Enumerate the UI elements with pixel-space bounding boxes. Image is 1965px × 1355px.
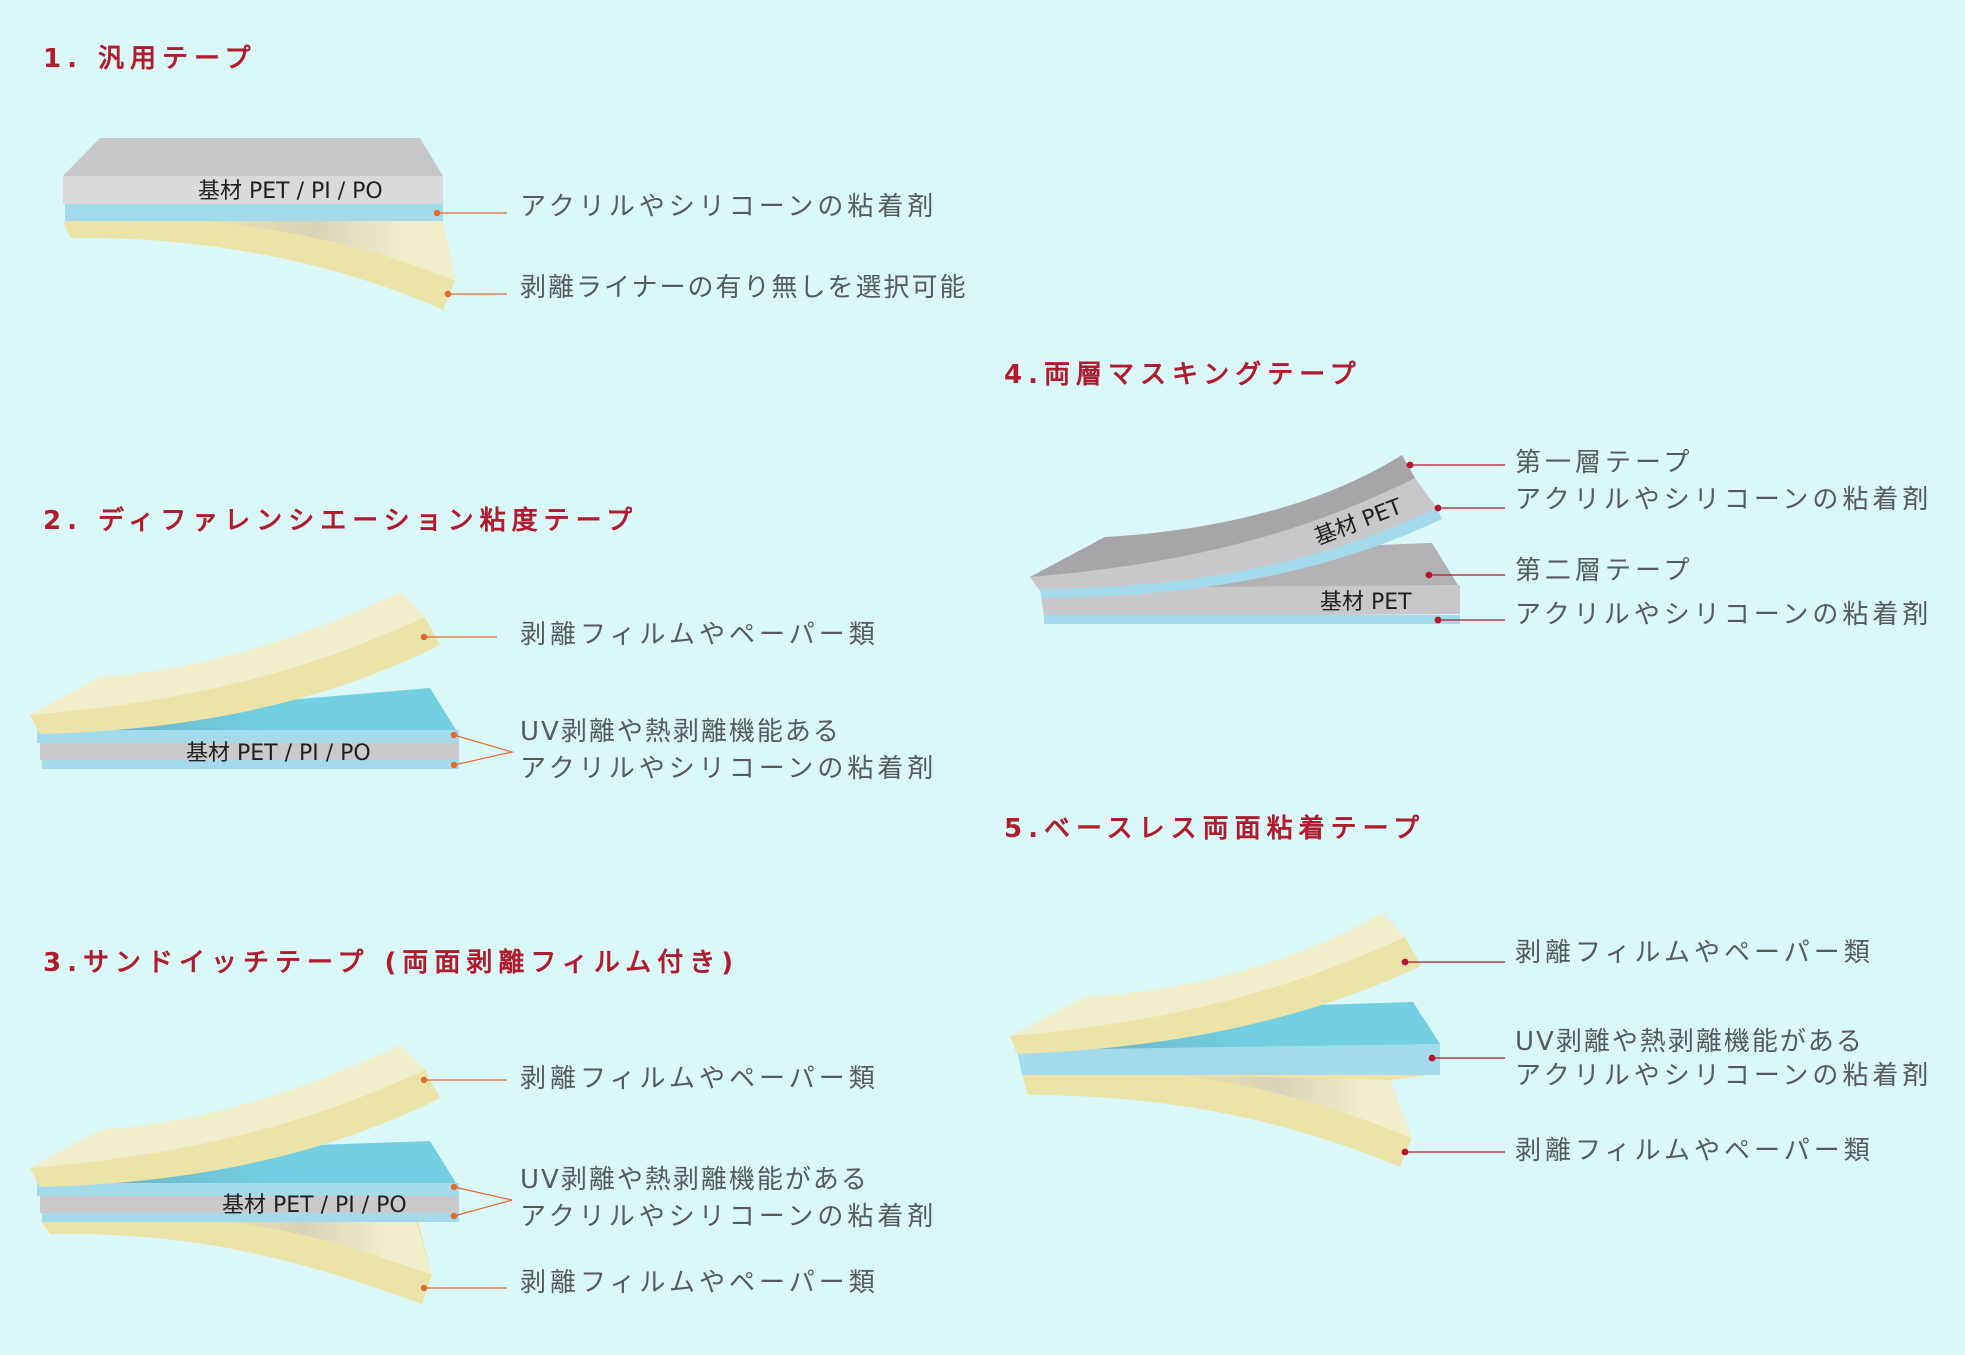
release-film-label-bottom: 剥離フィルムやペーパー類 (1515, 1136, 1874, 1166)
second-layer-label: 第二層テープ (1515, 556, 1694, 586)
section-4-title: 4.両層マスキングテープ (1004, 360, 1362, 390)
adhesive-label-bottom: アクリルやシリコーンの粘着剤 (1515, 600, 1933, 630)
substrate-label: 基材 PET / PI / PO (186, 741, 371, 766)
adhesive-label: アクリルやシリコーンの粘着剤 (520, 754, 938, 784)
substrate-label: 基材 PET / PI / PO (222, 1193, 407, 1218)
adhesive-label: アクリルやシリコーンの粘着剤 (520, 192, 938, 222)
section-1-title: 1. 汎用テープ (43, 44, 257, 74)
liner-label: 剥離ライナーの有り無しを選択可能 (520, 273, 968, 303)
adhesive-layer (65, 204, 443, 221)
release-film-label-bottom: 剥離フィルムやペーパー類 (520, 1268, 879, 1298)
adhesive-label-top: アクリルやシリコーンの粘着剤 (1515, 485, 1933, 515)
release-film-label-top: 剥離フィルムやペーパー類 (520, 1064, 879, 1094)
substrate-top-face (63, 138, 443, 176)
uv-release-label: UV剥離や熱剥離機能がある (520, 1165, 869, 1195)
adhesive-label: アクリルやシリコーンの粘着剤 (1515, 1061, 1933, 1091)
section-3-diagram: 基材 PET / PI / PO (30, 1045, 513, 1304)
section-2-diagram: 基材 PET / PI / PO (30, 592, 515, 769)
substrate-label-bottom: 基材 PET (1320, 590, 1412, 615)
pointer-lines (433, 209, 507, 298)
uv-release-label: UV剥離や熱剥離機能がある (1515, 1027, 1864, 1057)
section-5-title: 5.ベースレス両面粘着テープ (1004, 814, 1426, 844)
release-film-label: 剥離フィルムやペーパー類 (520, 620, 879, 650)
first-layer-label: 第一層テープ (1515, 448, 1694, 478)
section-3-title: 3.サンドイッチテープ (両面剥離フィルム付き) (43, 948, 740, 978)
adhesive-label: アクリルやシリコーンの粘着剤 (520, 1202, 938, 1232)
uv-release-label: UV剥離や熱剥離機能ある (520, 717, 841, 747)
substrate-label: 基材 PET / PI / PO (198, 179, 383, 204)
section-1-diagram: 基材 PET / PI / PO (63, 138, 507, 310)
section-2-title: 2. ディファレンシエーション粘度テープ (43, 506, 639, 536)
section-4-diagram: 基材 PET 基材 PET (1030, 455, 1505, 624)
release-film-label-top: 剥離フィルムやペーパー類 (1515, 938, 1874, 968)
substrate-front (63, 176, 443, 204)
section-5-diagram (1010, 913, 1505, 1167)
